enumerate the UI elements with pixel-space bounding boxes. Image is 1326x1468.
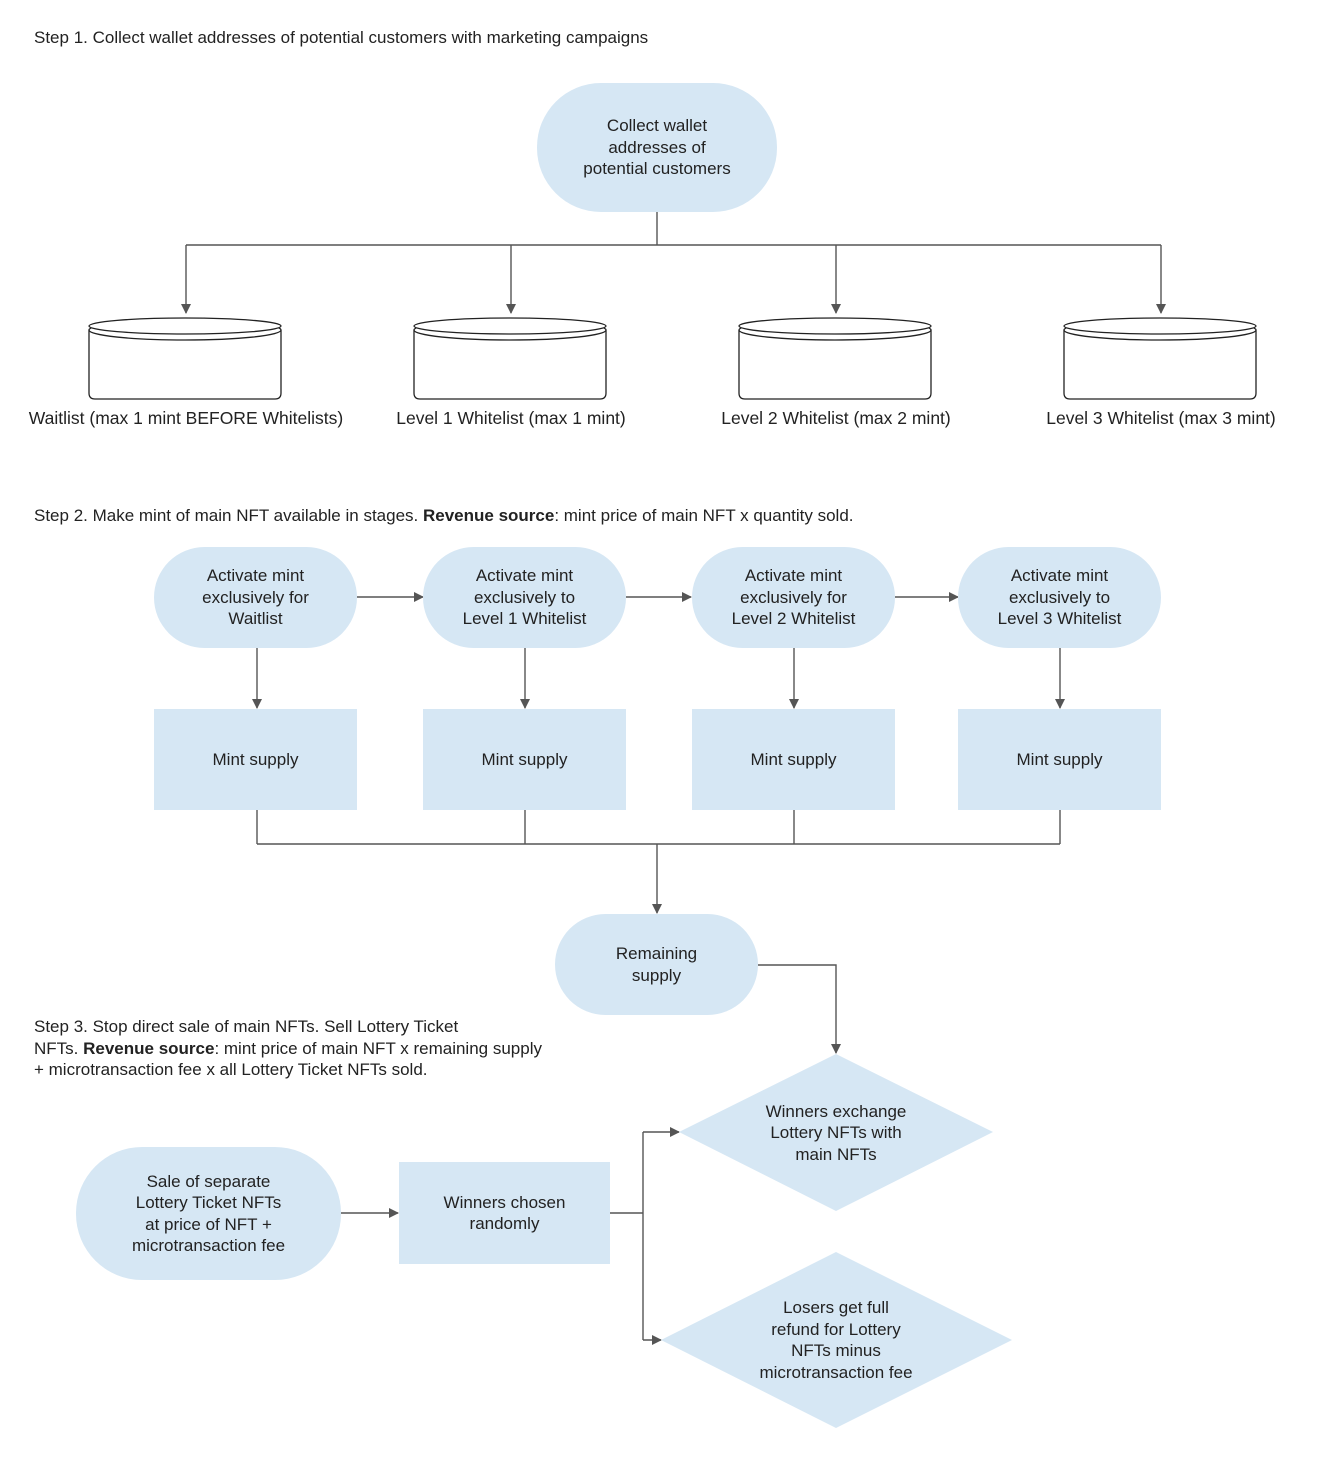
activate-level1-node: Activate mint exclusively to Level 1 Whi… — [423, 547, 626, 648]
step3-heading-line2: NFTs. Revenue source: mint price of main… — [34, 1038, 542, 1060]
step3-heading-line3: + microtransaction fee x all Lottery Tic… — [34, 1060, 428, 1079]
activate-level2-node: Activate mint exclusively for Level 2 Wh… — [692, 547, 895, 648]
datastore-level2 — [738, 317, 932, 400]
level3-whitelist-label: Level 3 Whitelist (max 3 mint) — [1046, 408, 1276, 428]
step1-heading: Step 1. Collect wallet addresses of pote… — [34, 28, 649, 47]
lottery-sale-node: Sale of separate Lottery Ticket NFTs at … — [76, 1147, 341, 1280]
step3-heading-line2-suffix: : mint price of main NFT x remaining sup… — [214, 1038, 542, 1058]
step2-revenue-label: Revenue source — [422, 506, 555, 525]
step3-heading: Step 3. Stop direct sale of main NFTs. S… — [34, 1016, 542, 1081]
step2-heading-prefix: Step 2. Make mint of main NFT available … — [34, 506, 423, 525]
step3-heading-line1: Step 3. Stop direct sale of main NFTs. S… — [34, 1017, 459, 1036]
mint-supply-level2: Mint supply — [692, 709, 895, 810]
mint-supply-level1: Mint supply — [423, 709, 626, 810]
step2-heading-suffix: : mint price of main NFT x quantity sold… — [554, 506, 854, 525]
level1-whitelist-label: Level 1 Whitelist (max 1 mint) — [396, 408, 626, 428]
collect-wallets-node: Collect wallet addresses of potential cu… — [537, 83, 777, 212]
mint-supply-level3: Mint supply — [958, 709, 1161, 810]
datastore-level1 — [413, 317, 607, 400]
decision-losers-refund — [661, 1252, 1012, 1428]
step2-heading: Step 2. Make mint of main NFT available … — [34, 505, 854, 527]
step3-heading-line2-prefix: NFTs. — [34, 1038, 84, 1058]
decision-winners-exchange — [679, 1054, 993, 1211]
datastore-waitlist — [88, 317, 282, 400]
losers-refund-label: Losers get full refund for Lottery NFTs … — [759, 1298, 913, 1382]
waitlist-label: Waitlist (max 1 mint BEFORE Whitelists) — [28, 408, 344, 428]
remaining-supply-node: Remaining supply — [555, 914, 758, 1015]
winners-chosen-node: Winners chosen randomly — [399, 1162, 610, 1264]
step1-connectors — [181, 212, 1166, 314]
step3-revenue-label: Revenue source — [83, 1038, 215, 1058]
step3-connectors — [341, 1127, 680, 1345]
activate-level3-node: Activate mint exclusively to Level 3 Whi… — [958, 547, 1161, 648]
winners-exchange-label: Winners exchange Lottery NFTs with main … — [765, 1101, 907, 1164]
level2-whitelist-label: Level 2 Whitelist (max 2 mint) — [721, 408, 951, 428]
mint-supply-waitlist: Mint supply — [154, 709, 357, 810]
datastore-level3 — [1063, 317, 1257, 400]
activate-waitlist-node: Activate mint exclusively for Waitlist — [154, 547, 357, 648]
step2-connectors — [252, 592, 1065, 1054]
